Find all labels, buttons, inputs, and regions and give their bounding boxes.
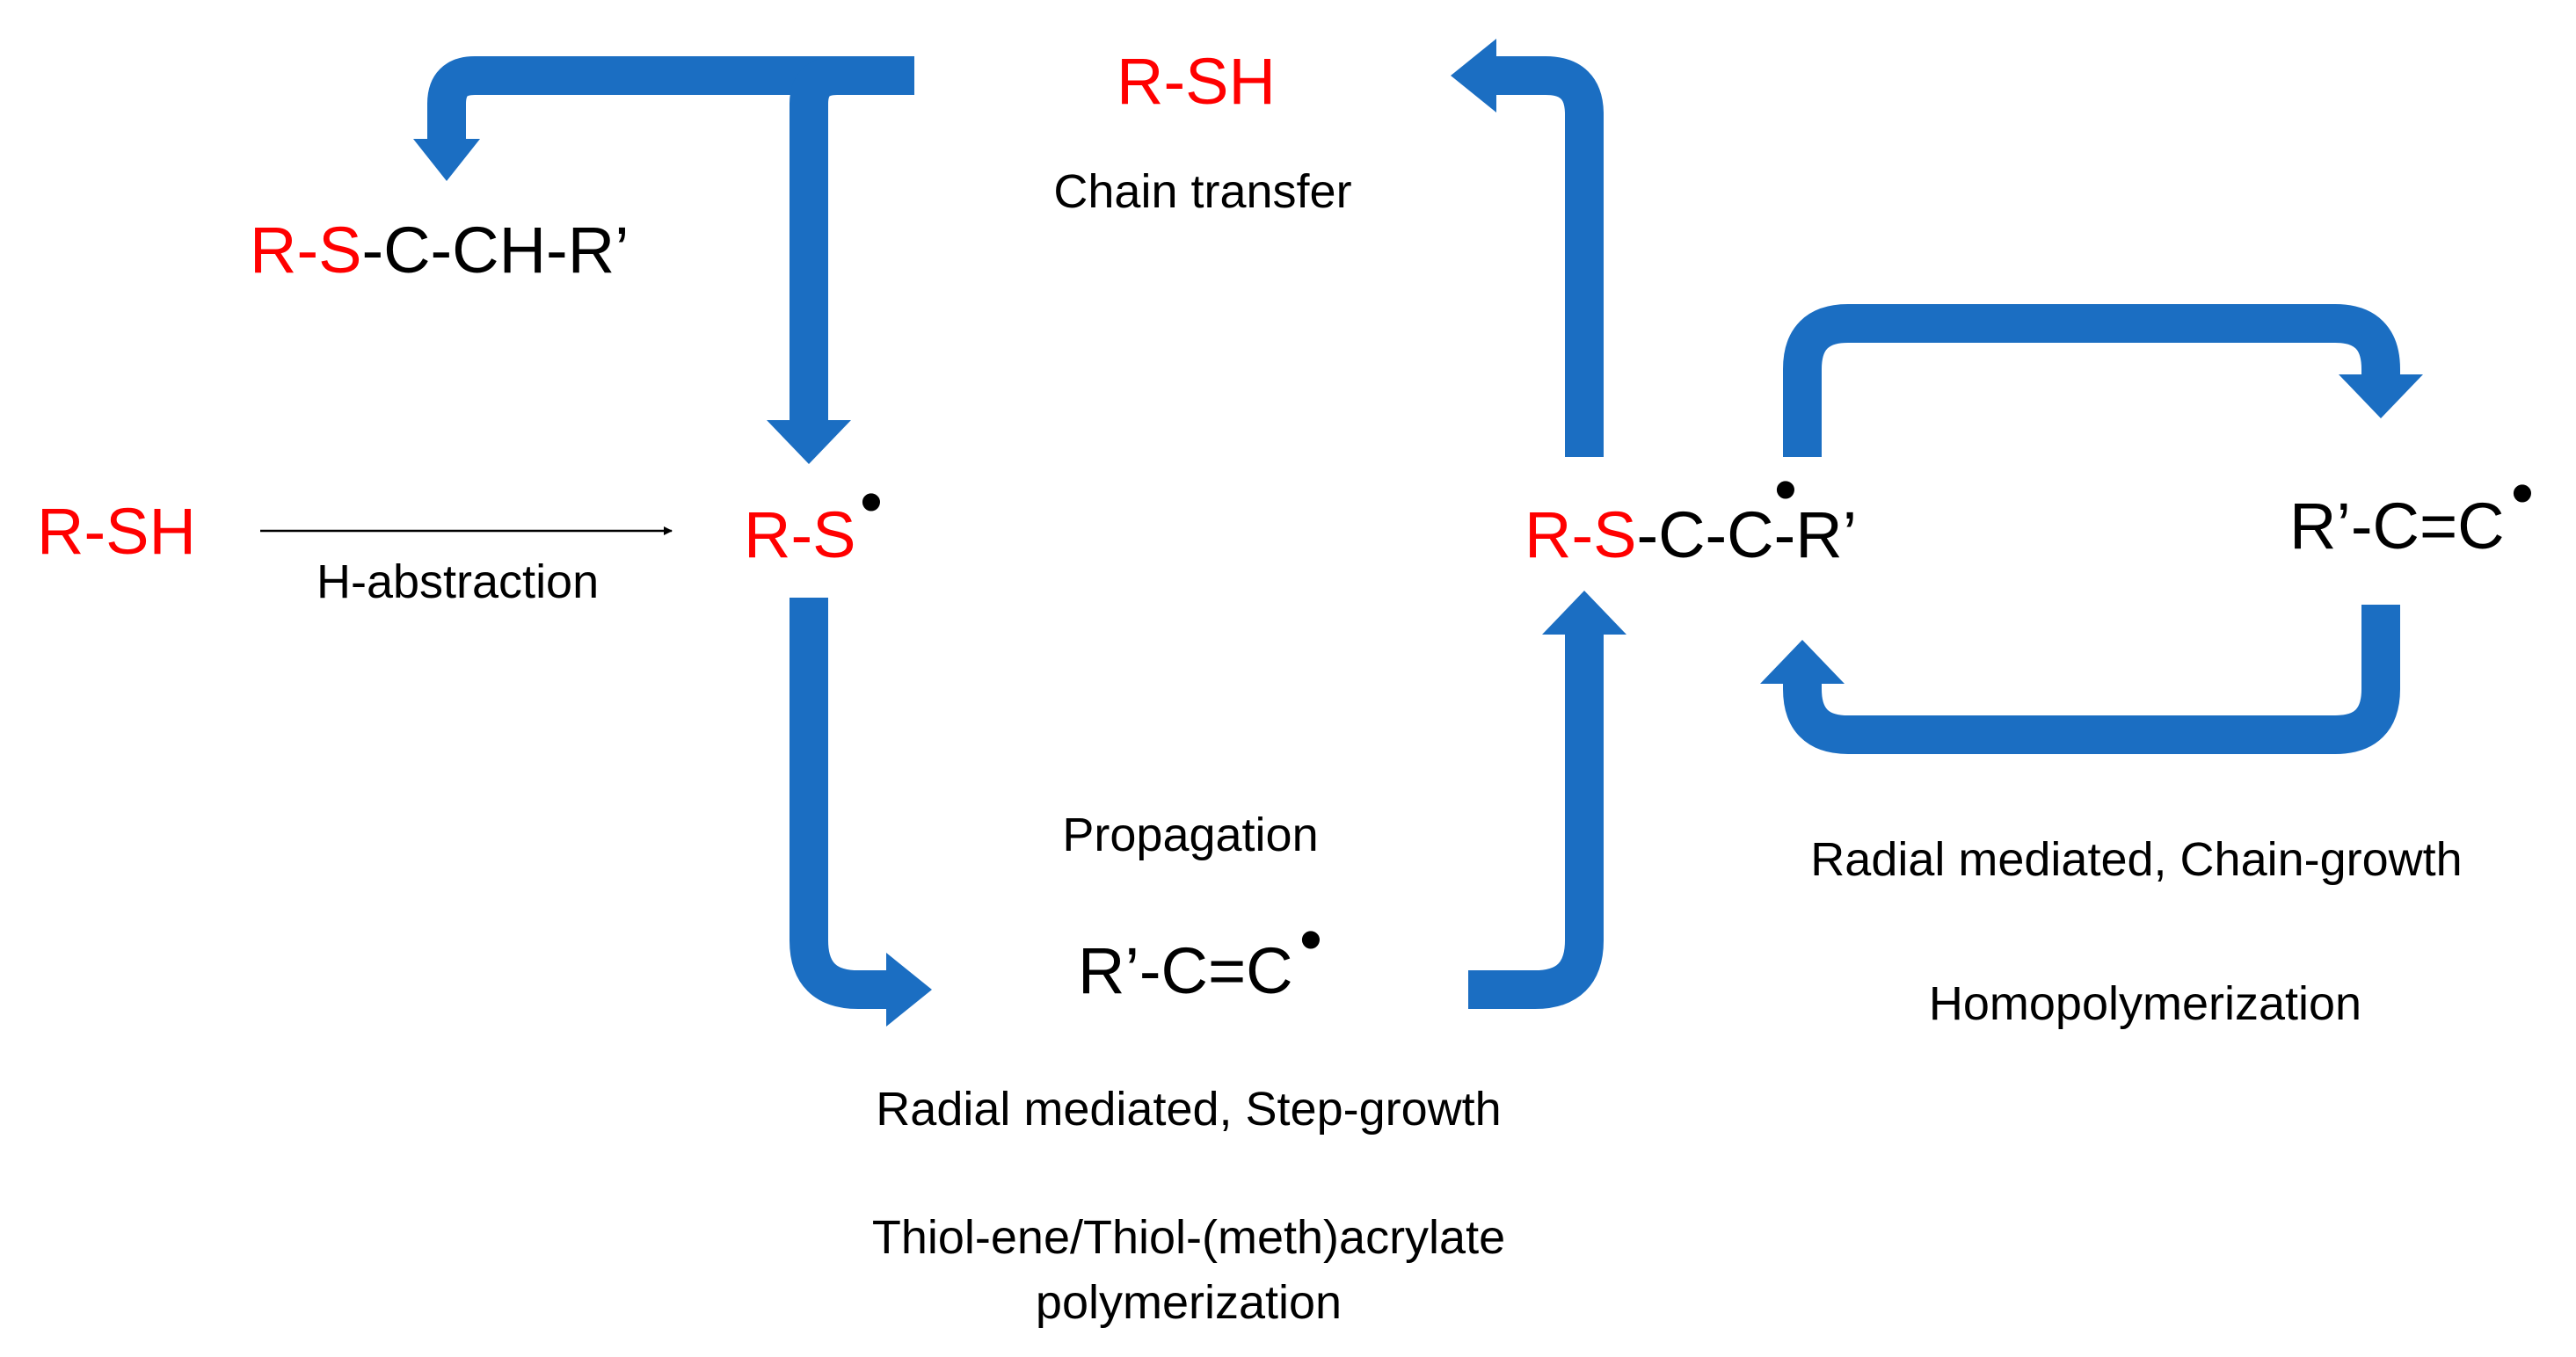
- rs-radical-dot: •: [860, 465, 883, 538]
- thioether-thiol-part: R-S: [250, 214, 361, 287]
- arrow-chain-growth-back: [1783, 605, 2400, 754]
- label-step-growth: Radial mediated, Step-growth: [876, 1083, 1501, 1136]
- arrow-chain-transfer: [1495, 56, 1604, 457]
- label-thiol-ene-line1: Thiol-ene/Thiol-(meth)acrylate: [872, 1211, 1505, 1264]
- rsh-start: R-SH: [37, 495, 196, 568]
- adduct-thiol-part: R-S: [1524, 498, 1636, 571]
- arrow-propagation-up-head: [1542, 591, 1626, 635]
- label-propagation: Propagation: [1062, 809, 1318, 861]
- alkene-center: R’-C=C: [1078, 934, 1293, 1007]
- adduct-rest: -C-C-R’: [1636, 498, 1857, 571]
- thioether-product: R-S-C-CH-R’: [250, 214, 629, 287]
- rsh-top: R-SH: [1117, 45, 1276, 118]
- arrow-to-rs-radical-head: [767, 420, 851, 464]
- arrow-chain-growth-out: [1783, 304, 2400, 457]
- arrow-propagation-down-head: [886, 953, 932, 1027]
- arrow-to-thioether-head: [413, 139, 480, 181]
- alkene-right: R’-C=C: [2289, 490, 2505, 562]
- alkene-center-dot: •: [1299, 903, 1322, 976]
- label-thiol-ene-line2: polymerization: [1036, 1276, 1342, 1329]
- carbon-radical-adduct: R-S-C-C-R’: [1524, 498, 1857, 571]
- label-homopolymerization: Homopolymerization: [1929, 977, 2361, 1030]
- arrow-propagation-up: [1468, 633, 1604, 1009]
- label-h-abstraction: H-abstraction: [317, 555, 599, 608]
- alkene-right-dot: •: [2511, 456, 2534, 529]
- arrow-chain-growth-back-head: [1760, 640, 1845, 684]
- arrow-to-rs-radical: [790, 56, 914, 422]
- arrow-to-thioether: [427, 56, 914, 141]
- arrow-chain-transfer-head: [1451, 39, 1496, 112]
- arrow-chain-growth-out-head: [2339, 374, 2423, 418]
- thioether-rest: -C-CH-R’: [361, 214, 629, 287]
- arrow-propagation-down: [790, 598, 888, 1009]
- rs-radical: R-S: [744, 498, 855, 571]
- label-chain-transfer: Chain transfer: [1053, 165, 1351, 218]
- label-chain-growth: Radial mediated, Chain-growth: [1810, 833, 2462, 886]
- adduct-radical-dot: •: [1774, 453, 1797, 526]
